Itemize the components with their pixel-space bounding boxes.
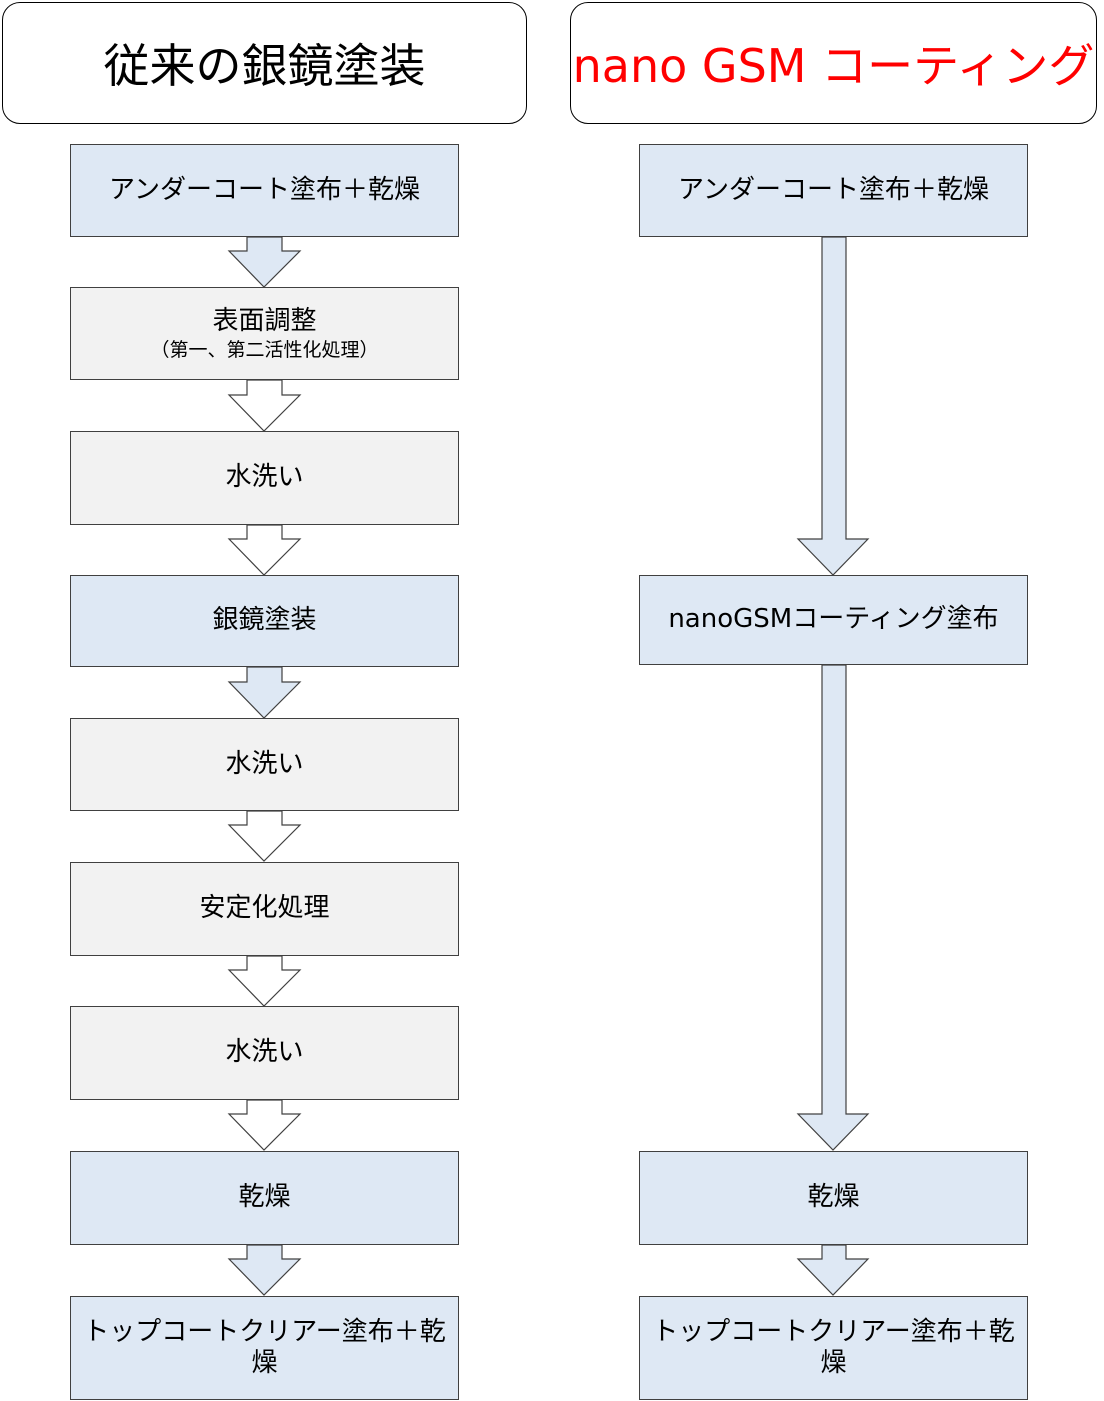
flow-arrow [227,236,302,288]
flow-arrow [796,236,870,576]
flow-arrow [227,1099,302,1151]
step-label: 銀鏡塗装 [212,605,317,636]
step-stabilization: 安定化処理 [70,862,459,956]
step-label: アンダーコート塗布＋乾燥 [678,174,989,205]
step-label: 水洗い [225,462,304,493]
step-label: トップコートクリアー塗布＋乾燥 [652,1316,1015,1378]
flow-arrow [796,1244,870,1296]
step-sublabel: （第一、第二活性化処理） [150,338,379,361]
step-label: トップコートクリアー塗布＋乾燥 [83,1316,446,1378]
step-water-rinse: 水洗い [70,718,459,811]
flow-arrow [227,810,302,862]
flow-arrow [796,664,870,1151]
step-label: 水洗い [225,1037,304,1068]
conventional-process-title: 従来の銀鏡塗装 [2,2,527,124]
step-water-rinse: 水洗い [70,1006,459,1100]
flow-arrow [227,379,302,432]
step-drying: 乾燥 [639,1151,1028,1245]
step-label: 表面調整 [212,305,317,336]
flow-arrow [227,955,302,1007]
step-label: nanoGSMコーティング塗布 [668,604,999,635]
flow-arrow [227,1244,302,1296]
step-label: 水洗い [225,748,304,779]
step-surface-adjustment: 表面調整 （第一、第二活性化処理） [70,287,459,380]
flow-arrow [227,666,302,719]
step-label: 乾燥 [238,1182,291,1213]
step-drying: 乾燥 [70,1151,459,1245]
step-topcoat-clear: トップコートクリアー塗布＋乾燥 [639,1296,1028,1400]
step-water-rinse: 水洗い [70,431,459,525]
step-topcoat-clear: トップコートクリアー塗布＋乾燥 [70,1296,459,1400]
nanogsm-process-title: nano GSM コーティング [570,2,1097,124]
step-label: 乾燥 [807,1182,860,1213]
step-nanogsm-coating: nanoGSMコーティング塗布 [639,575,1028,665]
step-label: アンダーコート塗布＋乾燥 [109,174,420,205]
flow-arrow [227,524,302,576]
step-undercoat: アンダーコート塗布＋乾燥 [70,144,459,237]
step-silver-mirror-coating: 銀鏡塗装 [70,575,459,667]
step-undercoat: アンダーコート塗布＋乾燥 [639,144,1028,237]
step-label: 安定化処理 [199,893,330,924]
